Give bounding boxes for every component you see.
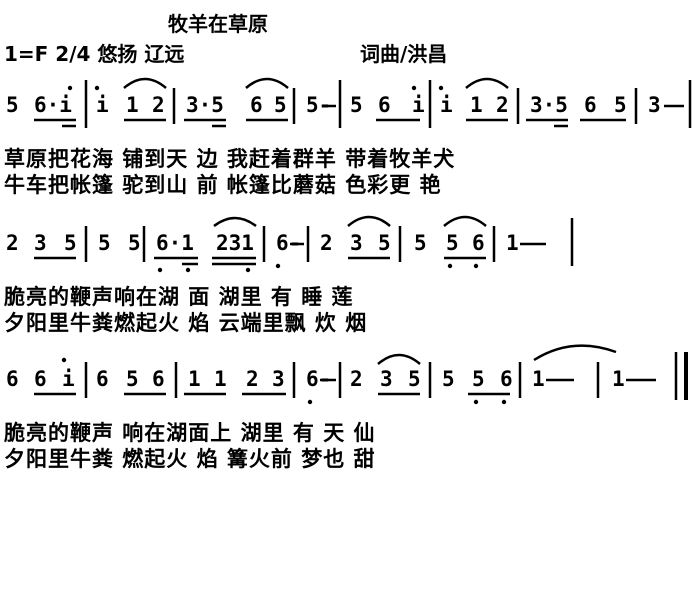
lyrics-1-verse-2: 牛车把帐篷 驼到山 前 帐篷比蘑菇 色彩更 艳: [4, 173, 442, 197]
composer-credit: 词曲/洪昌: [360, 42, 448, 66]
lyrics-2-verse-2: 夕阳里牛粪燃起火 焰 云端里飘 炊 烟: [4, 311, 368, 335]
song-title: 牧羊在草原: [168, 12, 268, 36]
lyrics-3-verse-1: 脆亮的鞭声 响在湖面上 湖里 有 天 仙: [4, 421, 376, 445]
key-tempo-marking: 1=F 2/4 悠扬 辽远: [4, 42, 185, 66]
lyrics-1-verse-1: 草原把花海 铺到天 边 我赶着群羊 带着牧羊犬: [4, 147, 456, 171]
lyrics-2-verse-1: 脆亮的鞭声响在湖 面 湖里 有 睡 莲: [4, 285, 354, 309]
lyrics-3-verse-2: 夕阳里牛粪 燃起火 焰 篝火前 梦也 甜: [4, 447, 376, 471]
